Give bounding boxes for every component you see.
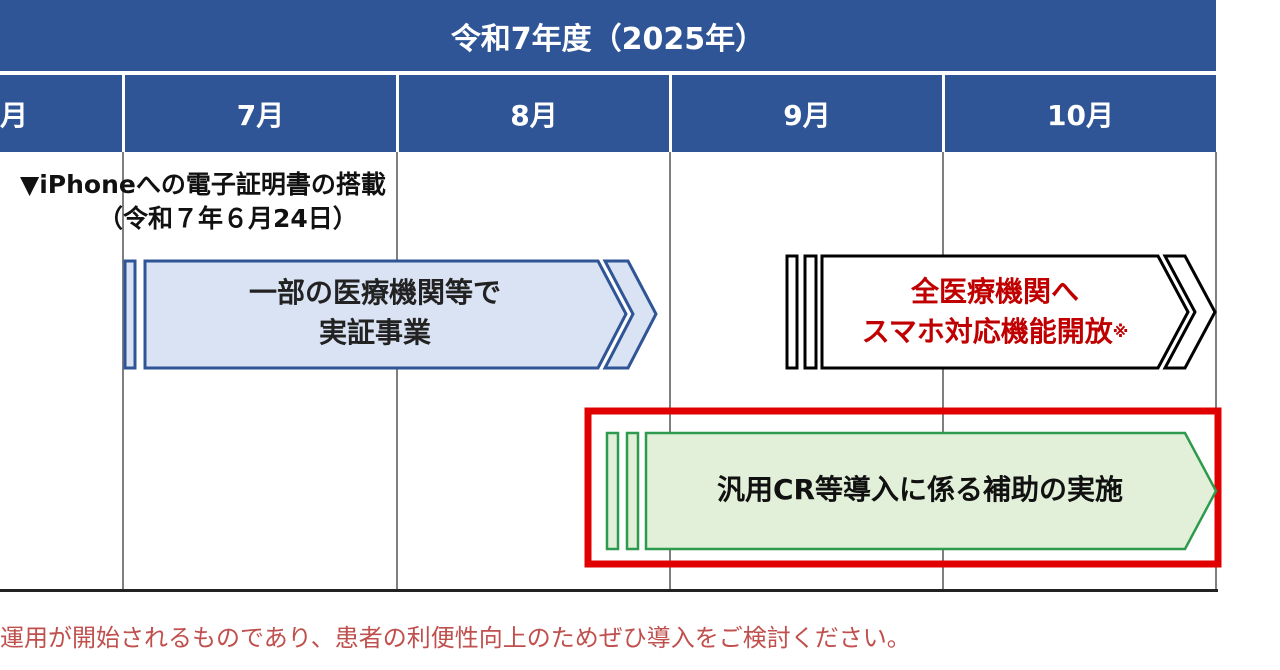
grid-line [396,152,398,590]
grid-line [122,152,124,590]
month-header-june: 月 [0,75,122,152]
pilot-project-label: 一部の医療機関等で 実証事業 [150,273,600,353]
subsidy-arrow [605,431,1218,551]
grid-line [1215,152,1217,590]
arrow-start-bar [605,431,620,551]
label-line: 実証事業 [318,316,431,349]
label-line: 一部の医療機関等で [248,276,501,309]
grid-line [942,152,944,590]
month-header-july: 7月 [125,75,396,152]
arrow-body [820,254,1190,370]
fiscal-year-header: 令和7年度（2025年） [0,0,1216,71]
full-rollout-label: 全医療機関へ スマホ対応機能開放※ [825,272,1165,352]
highlight-box [584,407,1222,568]
month-header-october: 10月 [945,75,1216,152]
pilot-project-arrow [123,259,658,370]
full-rollout-arrow [785,254,1217,370]
subsidy-label: 汎用CR等導入に係る補助の実施 [716,473,1124,506]
label-line: スマホ対応機能開放※ [825,312,1165,352]
month-header-september: 9月 [672,75,942,152]
footnote-text: 運用が開始されるものであり、患者の利便性向上のためぜひ導入をご検討ください。 [0,624,911,652]
arrow-start-bar [625,431,640,551]
footnote-mark: ※ [1112,322,1129,341]
label-text: スマホ対応機能開放 [861,315,1113,348]
arrow-body [644,431,1218,551]
arrow-start-bar [803,254,818,370]
milestone-date: （令和７年６月24日） [98,204,358,233]
arrow-start-bar [785,254,799,370]
month-header-august: 8月 [399,75,669,152]
arrow-start-bar [123,259,137,370]
arrow-chevron [602,259,658,370]
milestone-iphone-certificate: ▼iPhoneへの電子証明書の搭載 （令和７年６月24日） [20,168,386,236]
timeline-baseline [0,589,1218,592]
label-line: 全医療機関へ [910,275,1079,308]
grid-line [669,152,671,590]
arrow-chevron [1162,254,1217,370]
arrow-body [143,259,628,370]
milestone-title: ▼iPhoneへの電子証明書の搭載 [20,170,386,199]
